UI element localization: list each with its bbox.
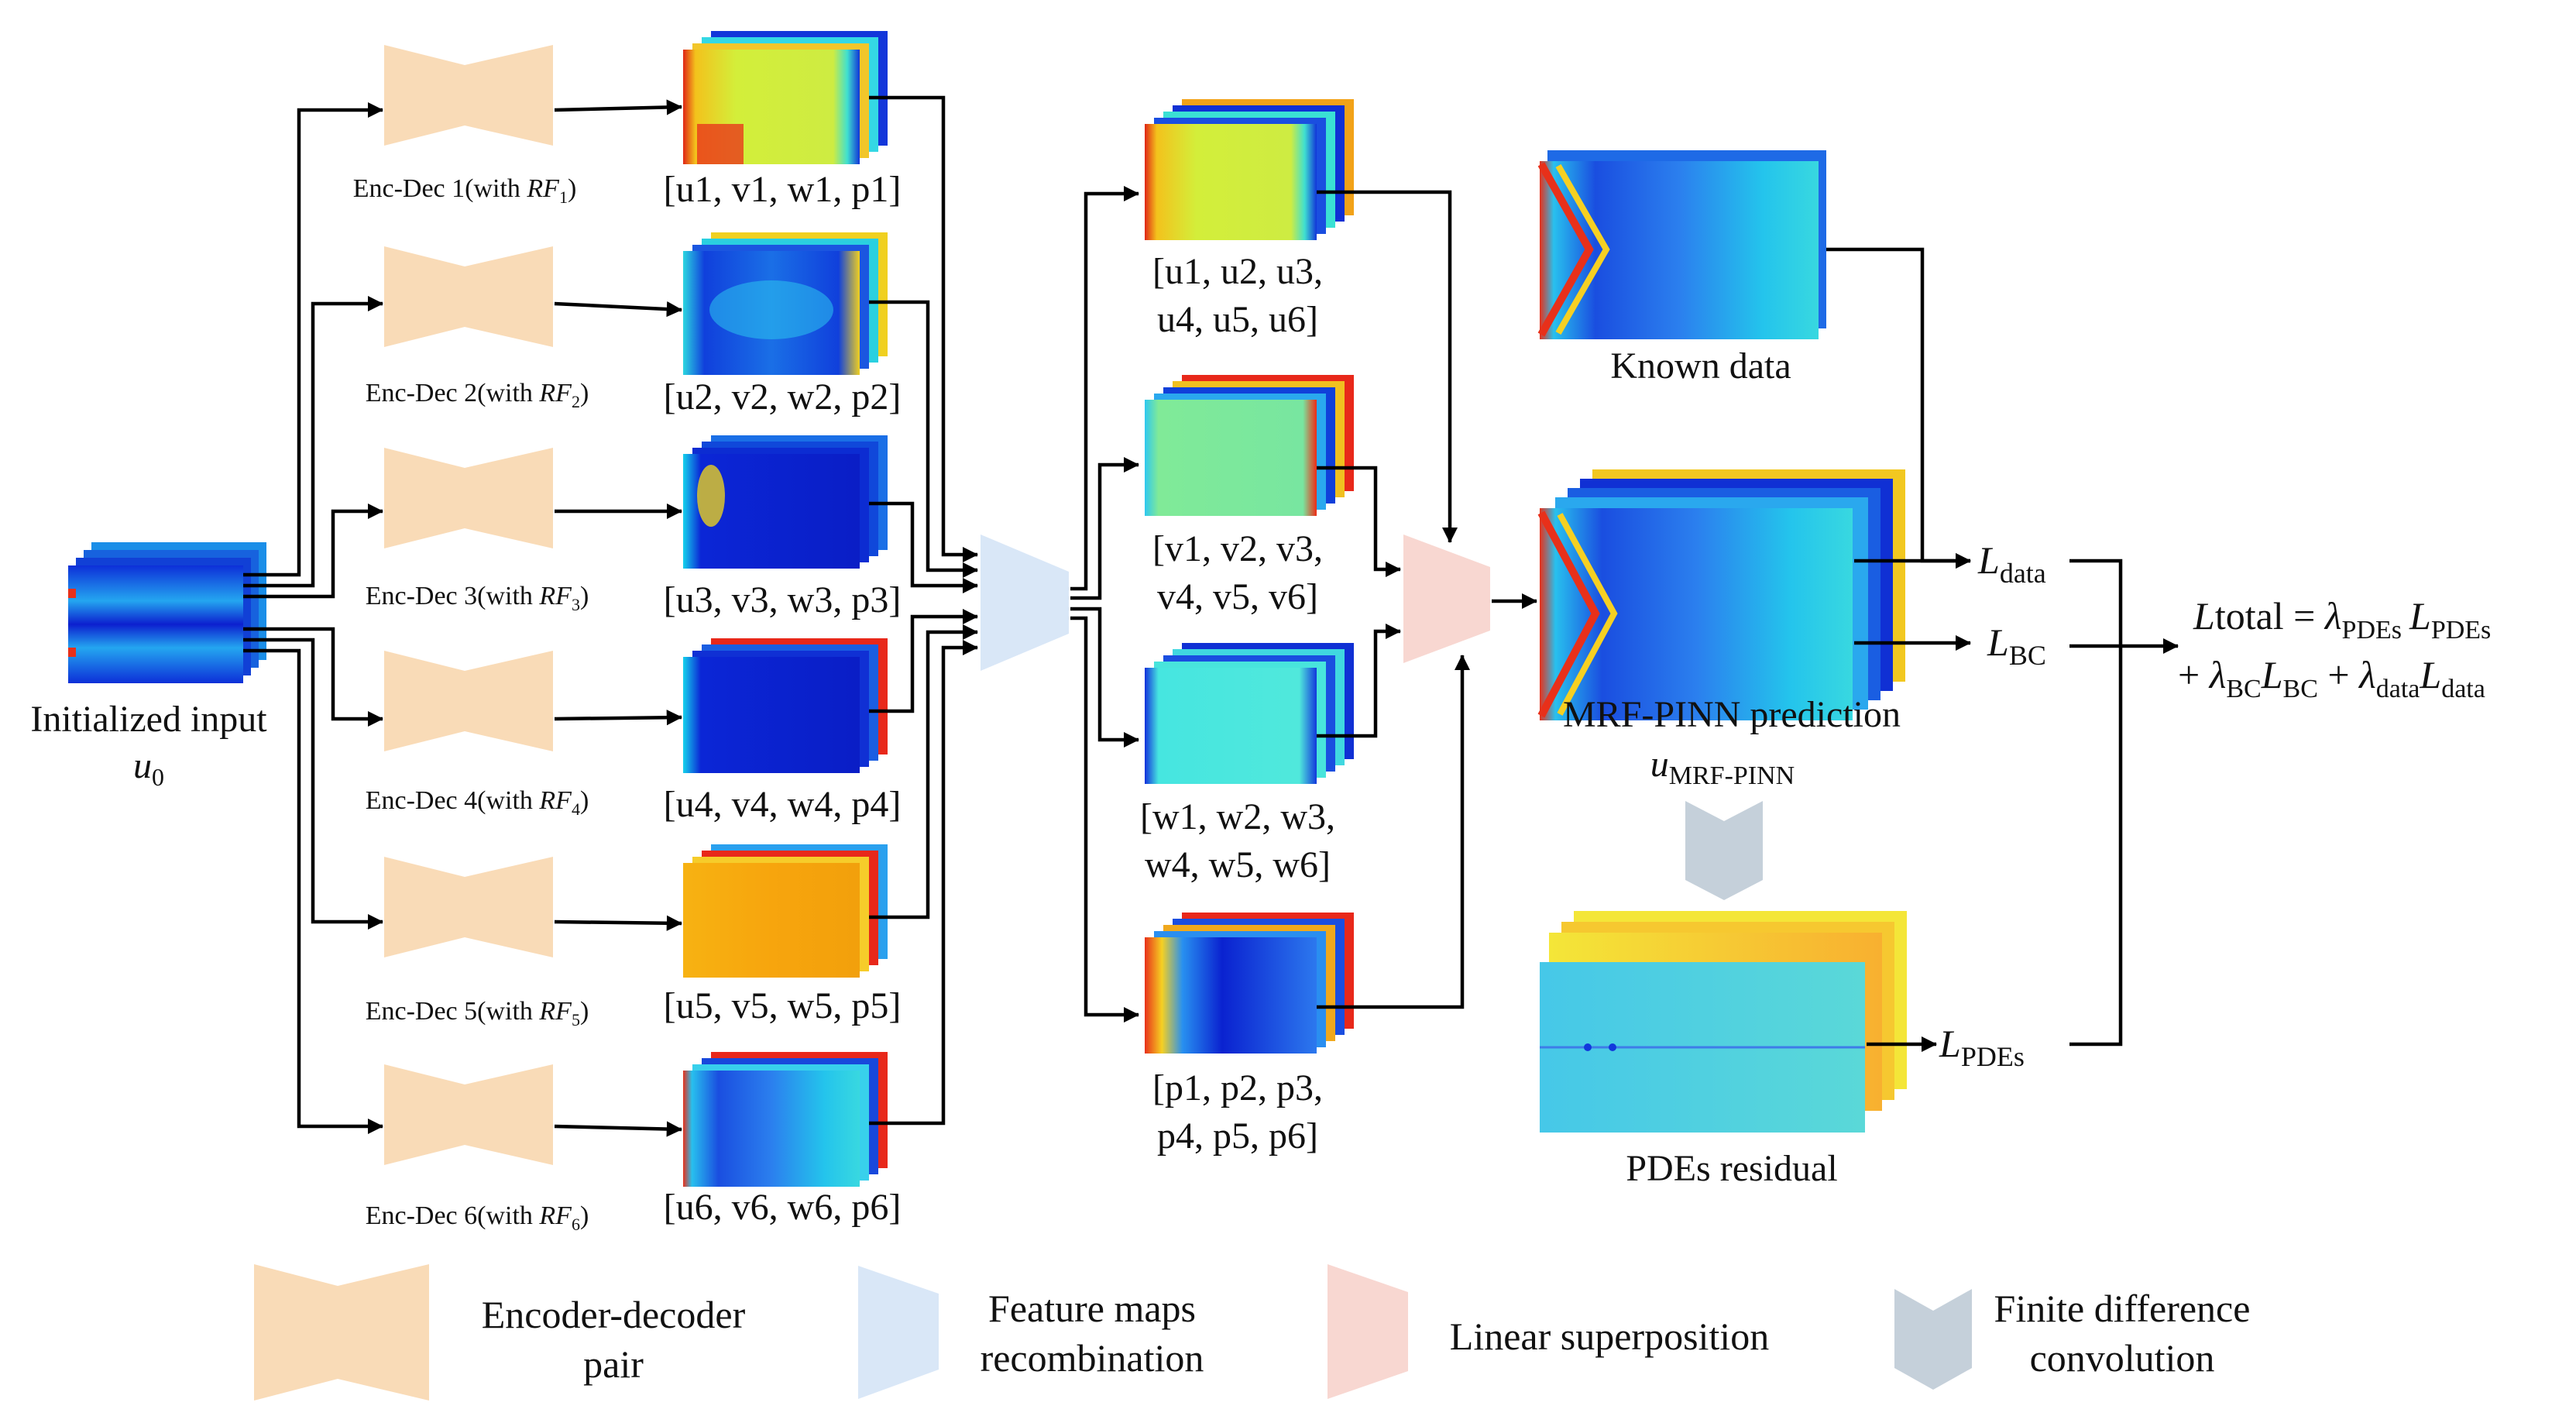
legend-finite-difference-line-1: Finite difference bbox=[1994, 1287, 2251, 1330]
loss-bc-label: LBC bbox=[1987, 620, 2046, 671]
loss-data-label: Ldata bbox=[1977, 538, 2046, 589]
feature-map-stack-4 bbox=[683, 638, 888, 773]
feature-map-stack-2 bbox=[683, 232, 888, 375]
encoder-decoder-3 bbox=[384, 448, 553, 548]
legend: Encoder-decoder pair Feature maps recomb… bbox=[254, 1264, 2250, 1401]
group-label-w-2: w4, w5, w6] bbox=[1145, 844, 1331, 885]
output-label-2: [u2, v2, w2, p2] bbox=[664, 376, 902, 418]
encoder-label-4: Enc-Dec 4(with RF4) bbox=[366, 786, 589, 819]
legend-encoder-decoder-line-1: Encoder-decoder bbox=[482, 1293, 746, 1336]
group-label-v-1: [v1, v2, v3, bbox=[1152, 528, 1323, 569]
group-label-u-1: [u1, u2, u3, bbox=[1152, 251, 1323, 292]
group-label-u-2: u4, u5, u6] bbox=[1157, 299, 1318, 340]
input-symbol: u0 bbox=[133, 745, 164, 791]
encoder-decoder-2 bbox=[384, 246, 553, 347]
feature-map-stack-6 bbox=[683, 1052, 888, 1187]
loss-pdes-label: LPDEs bbox=[1939, 1022, 2025, 1072]
prediction-label: MRF-PINN prediction bbox=[1563, 694, 1901, 735]
residual-stack bbox=[1540, 911, 1907, 1133]
legend-encoder-decoder-icon bbox=[254, 1264, 429, 1401]
prediction-stack bbox=[1537, 469, 1905, 720]
residual-label: PDEs residual bbox=[1626, 1148, 1837, 1189]
group-to-superposition-arrows bbox=[1317, 190, 1471, 1009]
output-label-3: [u3, v3, w3, p3] bbox=[664, 579, 902, 620]
group-label-p-1: [p1, p2, p3, bbox=[1152, 1067, 1323, 1108]
prediction-symbol: uMRF-PINN bbox=[1650, 744, 1795, 790]
legend-superposition-line-1: Linear superposition bbox=[1450, 1315, 1769, 1358]
input-stack bbox=[68, 542, 266, 683]
encoder-label-2: Enc-Dec 2(with RF2) bbox=[366, 379, 589, 411]
finite-difference-chevron bbox=[1685, 801, 1763, 900]
input-label: Initialized input bbox=[30, 699, 267, 740]
input-to-encoder-arrows bbox=[243, 101, 384, 1135]
output-label-6: [u6, v6, w6, p6] bbox=[664, 1187, 902, 1228]
group-stack-v bbox=[1145, 375, 1354, 516]
encoder-decoder-1 bbox=[384, 45, 553, 146]
legend-finite-difference-line-2: convolution bbox=[2030, 1336, 2215, 1380]
encoder-label-6: Enc-Dec 6(with RF6) bbox=[366, 1201, 589, 1234]
output-label-1: [u1, v1, w1, p1] bbox=[664, 169, 902, 210]
feature-maps-recombination bbox=[981, 534, 1069, 671]
legend-recombination-icon bbox=[858, 1266, 939, 1399]
feature-map-stack-1 bbox=[683, 31, 888, 164]
group-stack-u bbox=[1145, 99, 1354, 240]
feature-map-stack-5 bbox=[683, 844, 888, 978]
output-label-4: [u4, v4, w4, p4] bbox=[664, 784, 902, 825]
map-to-recombination-arrows bbox=[869, 95, 979, 1126]
total-loss-line-2: + λBCLBC + λdataLdata bbox=[2178, 653, 2485, 703]
feature-map-stack-3 bbox=[683, 435, 888, 569]
legend-finite-difference-icon bbox=[1894, 1289, 1972, 1390]
output-label-5: [u5, v5, w5, p5] bbox=[664, 985, 902, 1026]
group-stack-w bbox=[1145, 643, 1354, 784]
loss-arrows bbox=[1826, 247, 2179, 1053]
group-stack-p bbox=[1145, 913, 1354, 1054]
known-data-label: Known data bbox=[1610, 345, 1791, 387]
encoder-to-map-arrows bbox=[554, 99, 683, 1137]
group-label-v-2: v4, v5, v6] bbox=[1157, 576, 1318, 617]
known-data-field bbox=[1537, 150, 1826, 339]
encoder-label-3: Enc-Dec 3(with RF3) bbox=[366, 582, 589, 614]
legend-recombination-line-1: Feature maps bbox=[988, 1287, 1196, 1330]
encoder-decoder-4 bbox=[384, 651, 553, 751]
encoder-label-1: Enc-Dec 1(with RF1) bbox=[353, 174, 577, 207]
group-label-p-2: p4, p5, p6] bbox=[1157, 1115, 1318, 1157]
linear-superposition bbox=[1403, 534, 1490, 663]
recombination-to-group-arrows bbox=[1070, 185, 1140, 1023]
legend-encoder-decoder-line-2: pair bbox=[583, 1342, 644, 1386]
encoder-label-5: Enc-Dec 5(with RF5) bbox=[366, 997, 589, 1029]
legend-superposition-icon bbox=[1327, 1264, 1408, 1399]
legend-recombination-line-2: recombination bbox=[981, 1336, 1204, 1380]
encoder-decoder-5 bbox=[384, 857, 553, 957]
encoder-decoder-6 bbox=[384, 1064, 553, 1165]
group-label-w-1: [w1, w2, w3, bbox=[1140, 796, 1335, 837]
